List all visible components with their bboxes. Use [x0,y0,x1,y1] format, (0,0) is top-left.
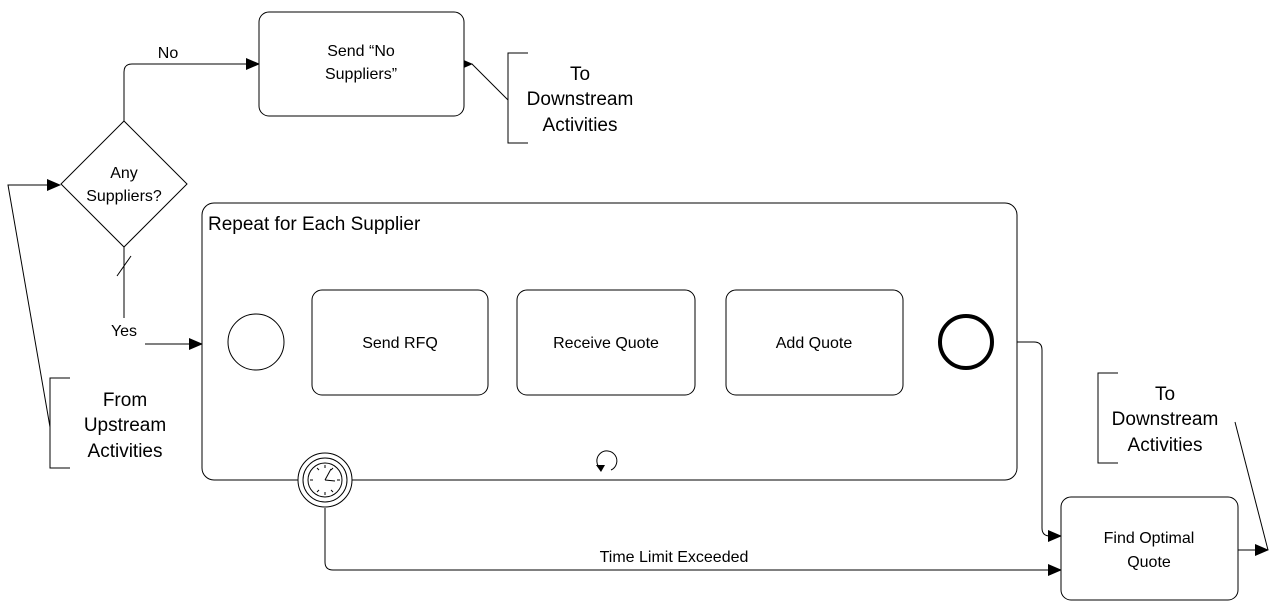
default-flow-marker [116,255,132,277]
task-send-rfq[interactable] [311,289,489,396]
annotation-to-downstream-top-line1: To [570,64,590,85]
subprocess-title: Repeat for Each Supplier [208,214,421,235]
gateway-label-line2: Suppliers? [86,188,162,205]
annotation-to-downstream-right-line2: Downstream [1112,409,1219,430]
flow-subprocess-to-find[interactable] [1017,341,1062,542]
flow-time-limit[interactable] [324,508,1062,576]
annotation-bracket-to-downstream-top [507,52,528,144]
gateway-any-suppliers[interactable] [60,120,188,248]
annotation-to-downstream-top-line2: Downstream [527,89,634,110]
task-find-optimal-quote-line1: Find Optimal [1104,530,1195,547]
task-find-optimal-quote-line2: Quote [1127,554,1171,571]
end-event[interactable] [938,314,994,370]
annotation-to-downstream-top-line3: Activities [543,115,618,136]
task-add-quote[interactable] [725,289,904,396]
gateway-label-line1: Any [110,165,138,182]
flow-from-upstream[interactable] [7,179,61,428]
annotation-bracket-to-downstream-right [1097,372,1118,464]
annotation-from-upstream-line1: From [103,390,147,411]
task-send-rfq-label: Send RFQ [362,335,438,352]
flow-no[interactable] [123,58,260,121]
annotation-from-upstream-line3: Activities [88,441,163,462]
annotation-to-downstream-right-line3: Activities [1128,435,1203,456]
association-top [471,63,509,101]
task-receive-quote[interactable] [516,289,696,396]
loop-marker-icon [596,450,618,472]
task-send-no-suppliers[interactable] [258,11,465,117]
association-right [1234,421,1269,551]
start-event[interactable] [227,313,285,371]
annotation-to-downstream-right-line1: To [1155,384,1175,405]
annotation-bracket-from-upstream [49,377,70,469]
task-send-no-suppliers-line2: Suppliers” [325,66,397,83]
task-find-optimal-quote[interactable] [1060,496,1239,601]
clock-icon [310,465,340,495]
task-send-no-suppliers-line1: Send “No [327,43,395,60]
task-receive-quote-label: Receive Quote [553,335,659,352]
flow-label-yes: Yes [111,323,137,340]
task-add-quote-label: Add Quote [776,335,853,352]
annotation-from-upstream-line2: Upstream [84,415,166,436]
flow-label-no: No [158,45,179,62]
flow-label-time-limit: Time Limit Exceeded [600,549,749,566]
